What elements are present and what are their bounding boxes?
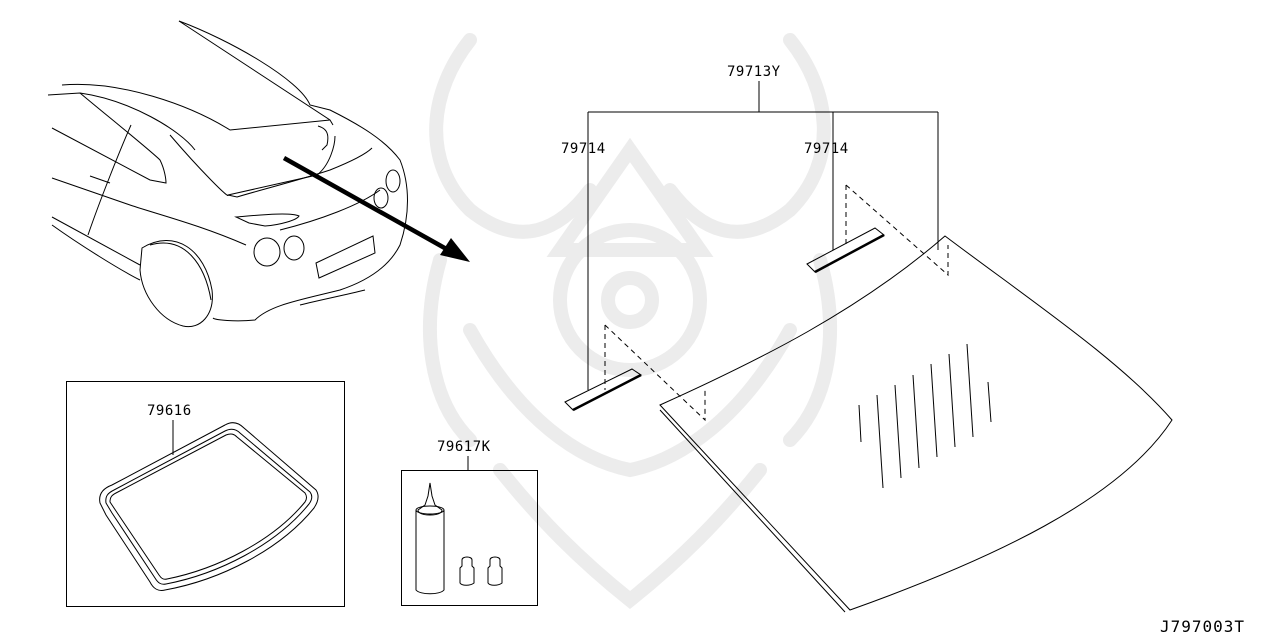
adhesive-kit-panel xyxy=(401,470,538,606)
callout-79713y: 79713Y xyxy=(727,64,781,80)
callout-lines xyxy=(172,81,939,470)
spacer-79714-right xyxy=(806,184,949,277)
diagram-reference-code: J797003T xyxy=(1160,617,1246,636)
watermark-emblem xyxy=(423,33,837,609)
callout-79714-right: 79714 xyxy=(804,141,849,157)
adhesive-kit-illustration xyxy=(415,482,503,595)
seal-detail-panel xyxy=(66,381,345,607)
defroster-lines xyxy=(858,343,992,489)
seal-79616-illustration xyxy=(99,422,319,591)
direction-arrow xyxy=(282,156,470,262)
vehicle-rear-illustration xyxy=(47,20,408,328)
spacer-79714-left xyxy=(564,324,706,422)
callout-79616: 79616 xyxy=(147,403,192,419)
callout-79714-left: 79714 xyxy=(561,141,606,157)
callout-79617k: 79617K xyxy=(437,439,491,455)
rear-window-glass xyxy=(659,235,1173,613)
